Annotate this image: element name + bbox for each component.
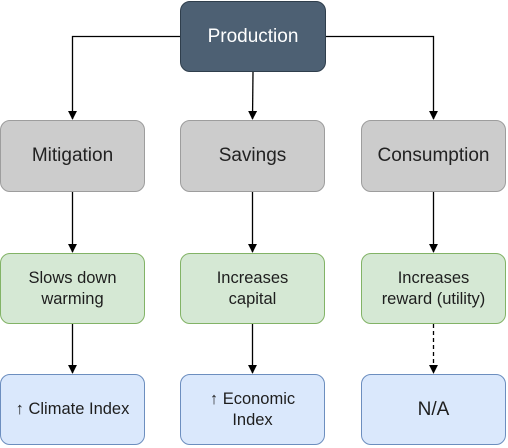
slows-warming-node: Slows down warming (0, 253, 145, 324)
increases-reward-node: Increases reward (utility) (361, 253, 506, 324)
savings-label: Savings (218, 145, 287, 167)
production-node: Production (180, 1, 326, 72)
consumption-node: Consumption (361, 120, 506, 192)
climate-index-node: ↑ Climate Index (0, 374, 145, 445)
increases-capital-label: Increases capital (216, 268, 289, 308)
increases-capital-node: Increases capital (180, 253, 325, 324)
slows-warming-label: Slows down warming (28, 268, 117, 308)
consumption-label: Consumption (377, 145, 490, 167)
connector-root-to-action-1 (248, 71, 258, 120)
connector-root-to-action-2 (326, 35, 439, 120)
mitigation-node: Mitigation (0, 120, 145, 192)
connector-root-to-action-0 (67, 35, 180, 120)
savings-node: Savings (180, 120, 325, 192)
na-node: N/A (361, 374, 506, 445)
na-label: N/A (417, 398, 450, 420)
economic-index-node: ↑ Economic Index (180, 374, 325, 445)
mitigation-label: Mitigation (31, 145, 114, 167)
production-label: Production (207, 25, 299, 47)
climate-index-label: ↑ Climate Index (15, 400, 130, 419)
increases-reward-label: Increases reward (utility) (381, 268, 486, 308)
economic-index-label: ↑ Economic Index (209, 389, 296, 429)
